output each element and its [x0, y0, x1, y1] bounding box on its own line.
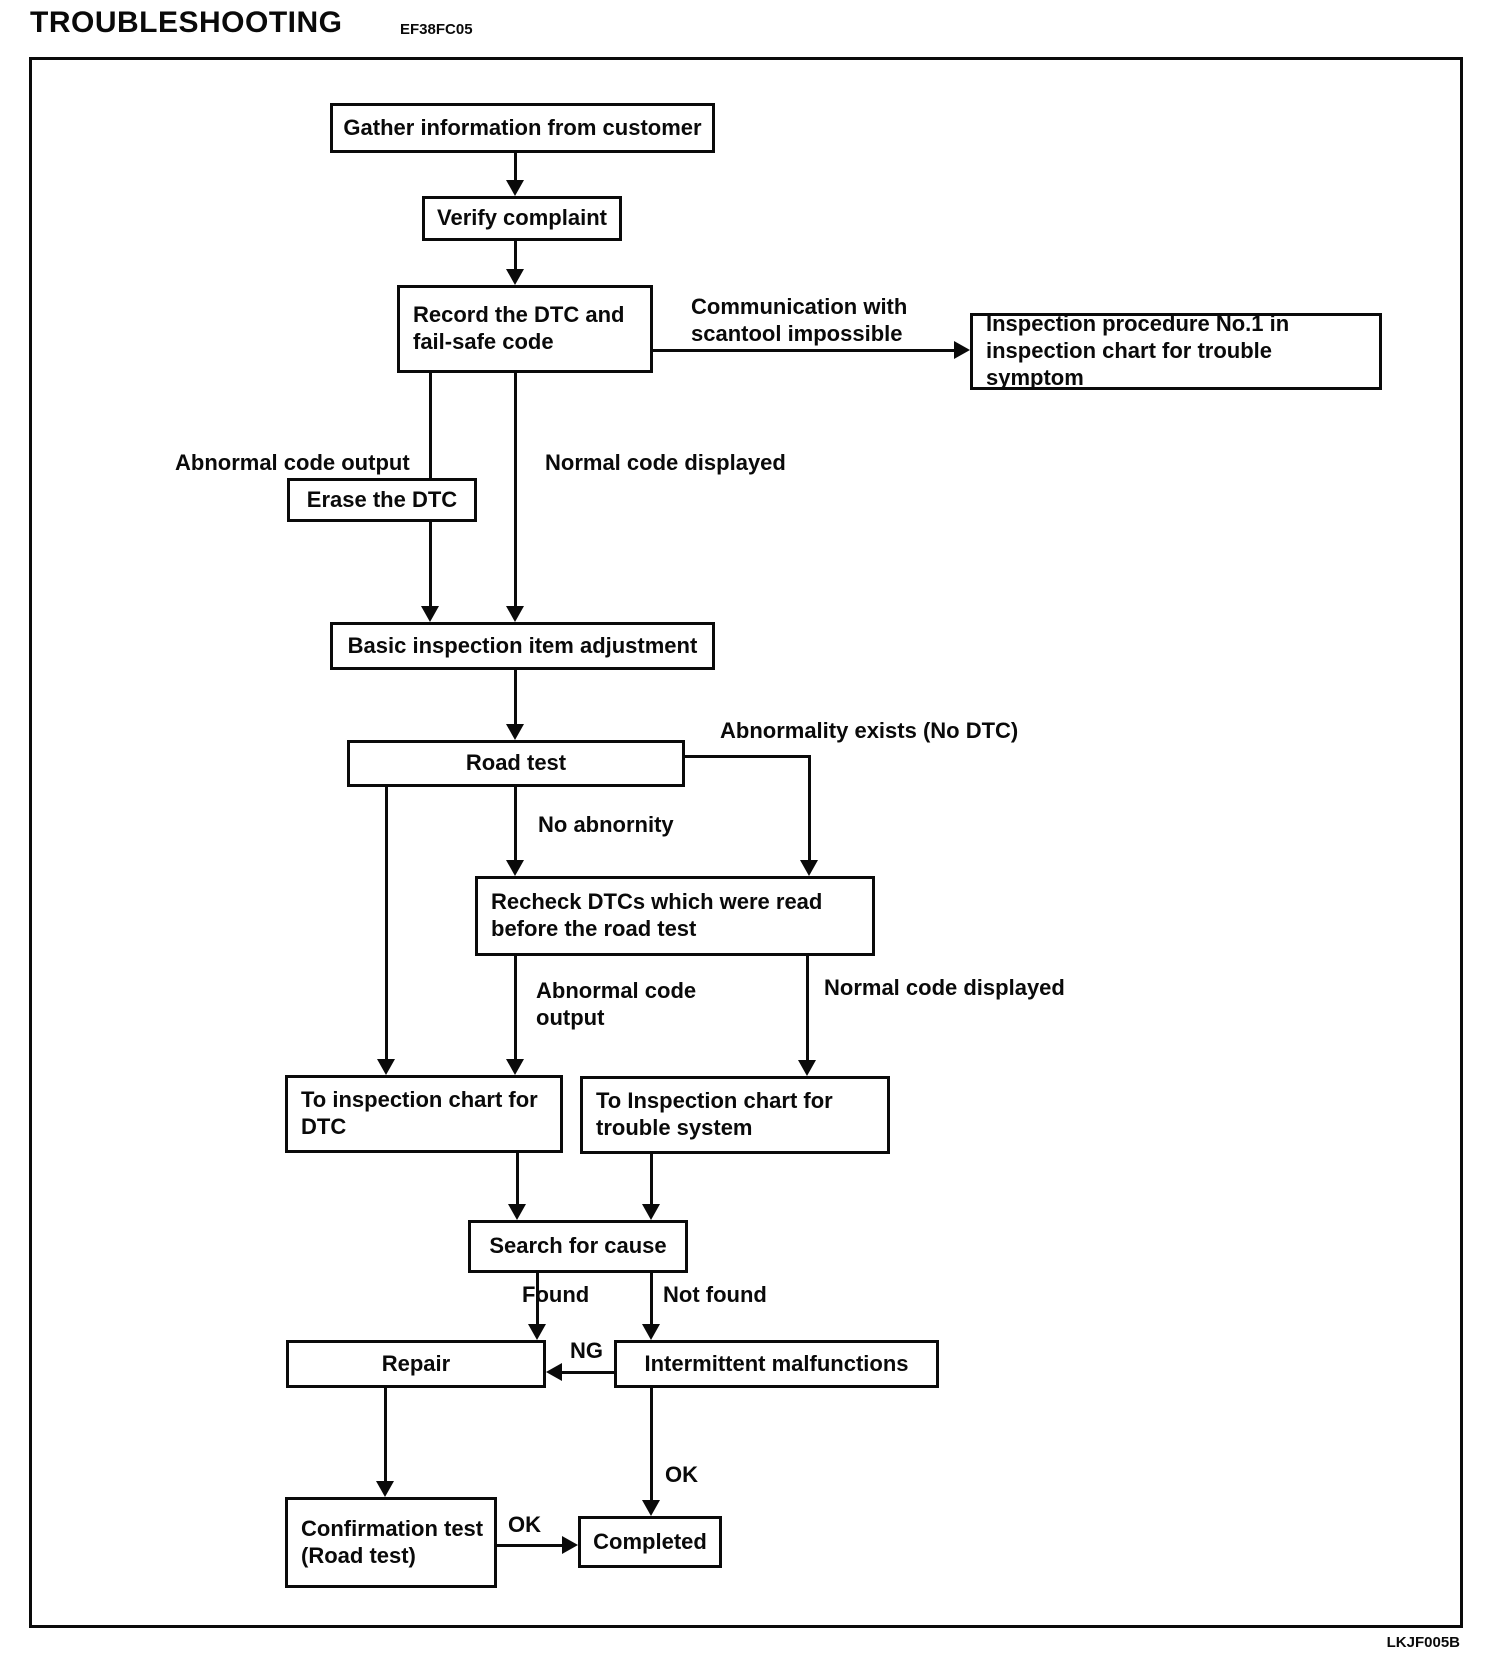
- node-gather-information: Gather information from customer: [330, 103, 715, 153]
- arrowhead-recheck-to-charttrouble: [798, 1060, 816, 1076]
- arrowhead-search-to-repair: [528, 1324, 546, 1340]
- node-inspection-procedure: Inspection procedure No.1 in inspection …: [970, 311, 1382, 390]
- connector-recheck-to-chartdtc: [514, 956, 517, 1060]
- edge-label-ok-to-completed: OK: [665, 1462, 698, 1487]
- connector-search-to-intermittent: [650, 1273, 653, 1325]
- chart-frame: [29, 57, 1463, 1628]
- arrowhead-verify-to-record: [506, 269, 524, 285]
- section-code: EF38FC05: [400, 21, 473, 38]
- edge-label-communication-impossible: Communication with scantool impossible: [691, 294, 908, 346]
- arrowhead-gather-to-verify: [506, 180, 524, 196]
- arrowhead-chartdtc-to-search: [508, 1204, 526, 1220]
- connector-roadtest-branch-h: [685, 755, 811, 758]
- node-record-dtc: Record the DTC and fail-safe code: [397, 285, 653, 373]
- figure-code: LKJF005B: [1386, 1634, 1460, 1651]
- page-title: TROUBLESHOOTING: [30, 6, 343, 39]
- arrowhead-confirmation-to-completed: [562, 1536, 578, 1554]
- connector-intermittent-to-repair: [560, 1371, 614, 1374]
- arrowhead-record-to-inspection-procedure: [954, 341, 970, 359]
- edge-label-abnormal-code-output: Abnormal code output: [175, 450, 410, 475]
- arrowhead-intermittent-to-completed: [642, 1500, 660, 1516]
- node-repair: Repair: [286, 1340, 546, 1388]
- node-confirmation-test: Confirmation test (Road test): [285, 1497, 497, 1588]
- edge-label-found: Found: [522, 1282, 590, 1307]
- arrowhead-erase-to-basic: [421, 606, 439, 622]
- node-search-for-cause: Search for cause: [468, 1220, 688, 1273]
- connector-erase-to-basic: [429, 522, 432, 607]
- arrowhead-search-to-intermittent: [642, 1324, 660, 1340]
- connector-repair-to-confirmation: [384, 1388, 387, 1482]
- arrowhead-recheck-to-chartdtc: [506, 1059, 524, 1075]
- edge-label-normal-code-displayed-2: Normal code displayed: [824, 975, 1065, 1000]
- arrowhead-charttrouble-to-search: [642, 1204, 660, 1220]
- node-erase-dtc: Erase the DTC: [287, 478, 477, 522]
- node-recheck-dtcs: Recheck DTCs which were read before the …: [475, 876, 875, 956]
- edge-label-normal-code-displayed: Normal code displayed: [545, 450, 786, 475]
- node-completed: Completed: [578, 1516, 722, 1568]
- node-intermittent-malfunctions: Intermittent malfunctions: [614, 1340, 939, 1388]
- connector-roadtest-branch-v: [808, 755, 811, 861]
- connector-roadtest-to-recheck: [514, 787, 517, 861]
- edge-label-abnormal-code-output-2: Abnormal code output: [536, 978, 697, 1030]
- connector-roadtest-to-chartdtc: [385, 787, 388, 1060]
- arrowhead-record-to-basic: [506, 606, 524, 622]
- connector-gather-to-verify: [514, 153, 517, 181]
- arrowhead-roadtest-to-recheck: [506, 860, 524, 876]
- arrowhead-basic-to-roadtest: [506, 724, 524, 740]
- connector-record-to-inspection-procedure: [653, 349, 955, 352]
- node-chart-for-trouble-system: To Inspection chart for trouble system: [580, 1076, 890, 1154]
- connector-record-to-erase: [429, 373, 432, 478]
- arrowhead-repair-to-confirmation: [376, 1481, 394, 1497]
- edge-label-not-found: Not found: [663, 1282, 767, 1307]
- connector-confirmation-to-completed: [497, 1544, 565, 1547]
- connector-search-to-repair: [536, 1273, 539, 1325]
- connector-chartdtc-to-search: [516, 1153, 519, 1205]
- edge-label-ng: NG: [570, 1338, 603, 1363]
- node-basic-inspection: Basic inspection item adjustment: [330, 622, 715, 670]
- node-chart-for-dtc: To inspection chart for DTC: [285, 1075, 563, 1153]
- connector-verify-to-record: [514, 241, 517, 270]
- connector-intermittent-to-completed: [650, 1388, 653, 1501]
- connector-recheck-to-charttrouble: [806, 956, 809, 1061]
- connector-basic-to-roadtest: [514, 670, 517, 725]
- edge-label-ok-confirmation: OK: [508, 1512, 541, 1537]
- connector-record-to-basic: [514, 373, 517, 607]
- edge-label-abnormality-exists: Abnormality exists (No DTC): [720, 718, 1019, 743]
- node-road-test: Road test: [347, 740, 685, 787]
- arrowhead-roadtest-branch: [800, 860, 818, 876]
- arrowhead-intermittent-to-repair: [546, 1363, 562, 1381]
- edge-label-no-abnormity: No abnornity: [538, 812, 674, 837]
- arrowhead-roadtest-to-chartdtc: [377, 1059, 395, 1075]
- connector-charttrouble-to-search: [650, 1154, 653, 1205]
- node-verify-complaint: Verify complaint: [422, 196, 622, 241]
